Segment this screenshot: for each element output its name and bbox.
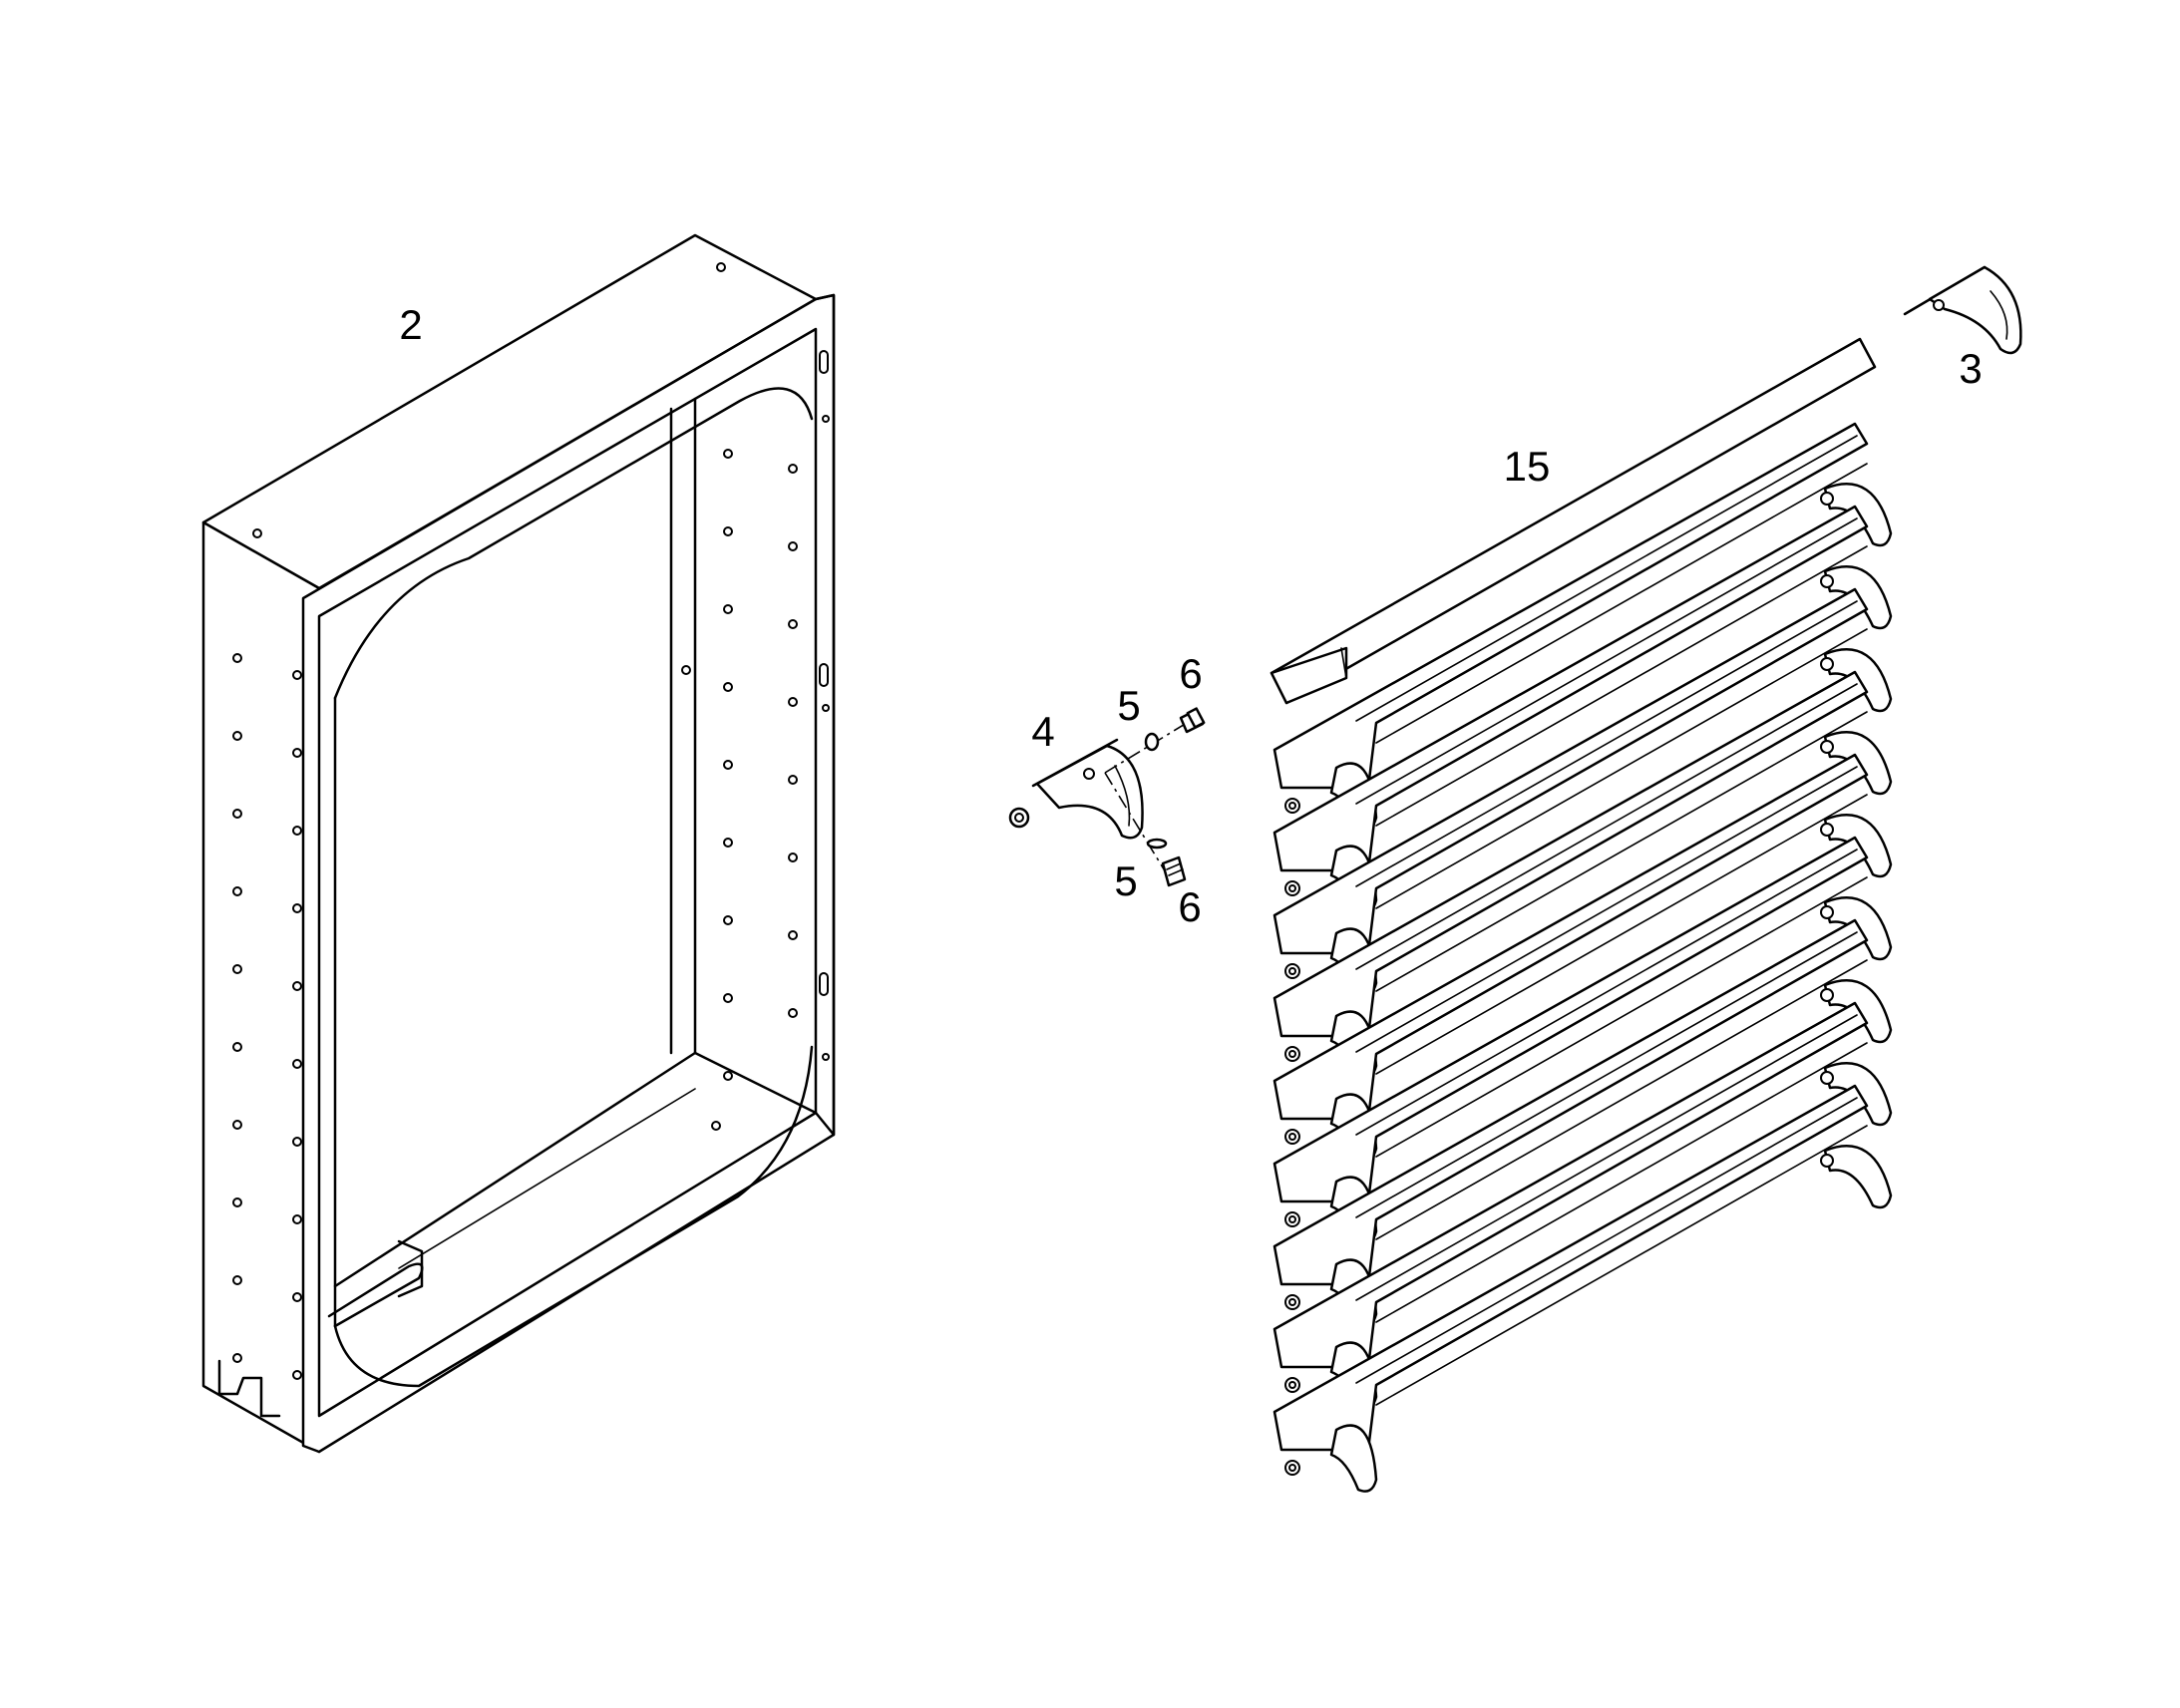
callout-louver-assembly: 15 — [1504, 443, 1551, 490]
screw-top-part — [1179, 707, 1206, 734]
callout-washer-bottom: 5 — [1114, 857, 1137, 904]
callout-top-cap: 3 — [1959, 345, 1982, 392]
callout-screw-bottom: 6 — [1178, 883, 1201, 930]
axis-line-top — [1104, 719, 1193, 774]
top-cap-part — [1903, 265, 2022, 355]
callout-screw-top: 6 — [1179, 650, 1202, 697]
washer-top-part — [1144, 732, 1160, 752]
screw-bottom-part — [1161, 855, 1187, 887]
washer-bottom-part — [1146, 838, 1168, 850]
callout-bracket: 4 — [1031, 708, 1054, 755]
side-panel-holes — [232, 653, 242, 1363]
bracket-part — [1008, 738, 1144, 840]
louver-assembly-part — [1270, 337, 1893, 1493]
louver-blades — [1272, 422, 1893, 1493]
callout-frame: 2 — [399, 301, 422, 348]
right-inner-holes — [723, 449, 798, 1081]
louver-blade — [1272, 1084, 1893, 1493]
right-flange-slots — [819, 350, 830, 1061]
frame-part — [201, 233, 836, 1454]
callout-washer-top: 5 — [1117, 682, 1140, 729]
axis-line-bottom — [1104, 772, 1170, 878]
left-flange-holes — [292, 670, 302, 1380]
